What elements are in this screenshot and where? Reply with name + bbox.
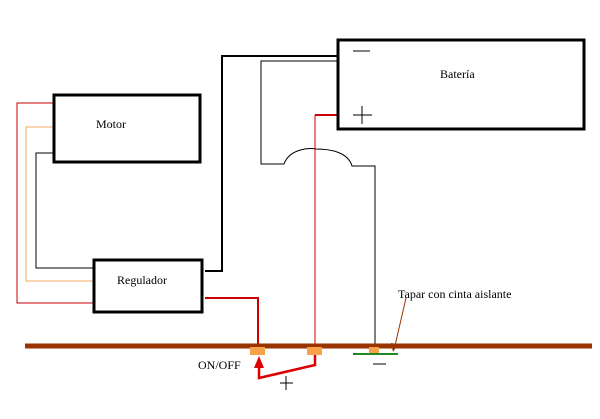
red-wire-regulator-switch	[205, 297, 259, 348]
tape-note-arrowhead-icon	[391, 343, 398, 352]
negative-contact-pad	[369, 347, 379, 353]
on-off-label: ON/OFF	[198, 358, 241, 372]
tape-note-arrow	[393, 297, 407, 351]
battery-label: Batería	[440, 67, 475, 81]
black-wire-motor-regulator	[35, 152, 93, 269]
regulator-box	[92, 258, 204, 314]
black-wire-battery-chassis	[260, 60, 376, 347]
jumper-arrow-icon	[254, 356, 264, 368]
battery-positive-sign	[353, 106, 372, 124]
black-wire-regulator-battery	[205, 55, 337, 272]
motor-box	[52, 93, 202, 164]
on-off-jumper-wire	[257, 355, 317, 380]
tape-note-label: Tapar con cinta aislante	[398, 287, 511, 301]
red-wire-motor-regulator	[16, 102, 93, 304]
regulator-label: Regulador	[117, 273, 167, 287]
positive-contact-pad	[307, 347, 322, 355]
switch-contact-pad	[250, 347, 265, 355]
plus-sign	[280, 376, 293, 390]
orange-wire-motor-regulator	[25, 126, 93, 282]
motor-label: Motor	[96, 117, 126, 131]
battery-box	[336, 38, 586, 131]
